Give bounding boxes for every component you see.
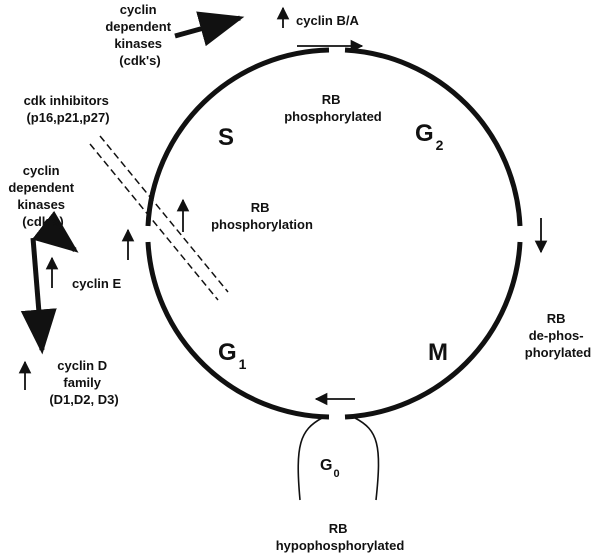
arc-s-top: [145, 47, 330, 227]
rb-dephos-label: RB de-phos- phorylated: [525, 311, 592, 360]
inhibitor-dash-1: [89, 143, 219, 301]
phase-m-label: M: [428, 339, 448, 366]
cdk-inhibitor-line: [89, 135, 229, 301]
thick-arrows: [20, 11, 245, 355]
cdk-top-label: cyclin dependent kinases (cdk's): [105, 2, 174, 68]
cyclin-d-label: cyclin D family (D1,D2, D3): [49, 358, 118, 407]
g0-funnel-left: [297, 417, 323, 501]
g0-funnel-right: [354, 417, 380, 501]
rb-phosphorylated-label: RB phosphorylated: [284, 92, 382, 124]
cdk-left-label: cyclin dependent kinases (cdk's): [8, 163, 77, 229]
cdk-left-to-cyclind-arrow: [20, 237, 57, 355]
phase-s-label: S: [218, 124, 234, 151]
rb-phosphorylation-label: RB phosphorylation: [211, 200, 313, 232]
arc-s-g1: [145, 241, 330, 420]
cdk-left-to-cycline-arrow: [31, 210, 79, 253]
arc-m: [344, 241, 523, 420]
cycle-circle: [145, 47, 523, 420]
cyclin-e-label: cyclin E: [72, 276, 121, 291]
cdk-inhibitors-label: cdk inhibitors (p16,p21,p27): [24, 93, 113, 125]
rb-hypo-label: RB hypophosphorylated: [276, 521, 405, 553]
g0-funnel: [297, 417, 380, 501]
inhibitor-dash-2: [99, 135, 229, 293]
cdk-top-arrow: [174, 11, 245, 47]
arc-g2: [344, 47, 523, 227]
phase-g0-label: G0: [320, 457, 340, 480]
cyclin-ba-label: cyclin B/A: [296, 13, 359, 28]
thin-arrows: [18, 6, 548, 406]
